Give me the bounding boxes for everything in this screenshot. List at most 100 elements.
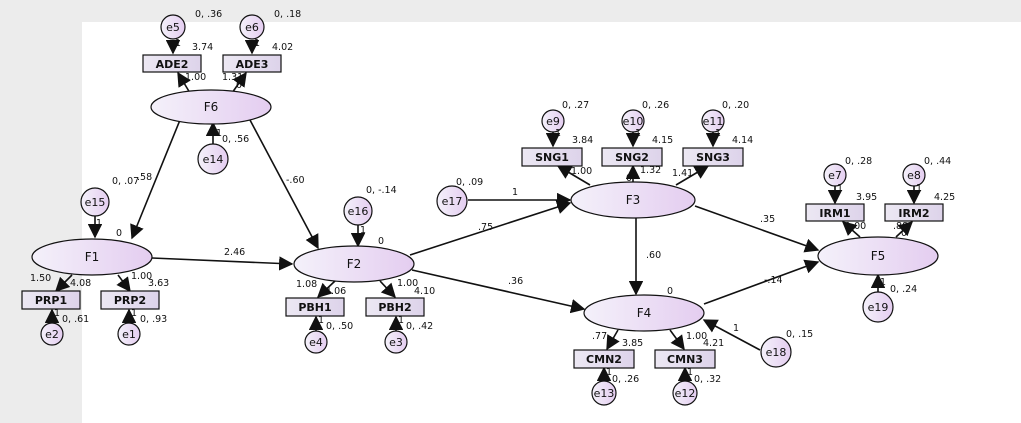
observed-variables: ADE2 ADE3 PRP1 PRP2 PBH1 PBH2 SNG1 SNG2 <box>21 54 944 369</box>
latent-f1-label: F1 <box>85 250 100 264</box>
latent-f1[interactable]: F1 <box>31 238 153 276</box>
estimate-sng1-int: 3.84 <box>572 135 593 146</box>
arrow-f5-irm1 <box>841 221 861 238</box>
arrow-f6-f2 <box>249 119 319 250</box>
error-e5[interactable]: e5 <box>160 14 186 40</box>
latent-f3-label: F3 <box>626 193 641 207</box>
observed-irm2-label: IRM2 <box>898 207 929 220</box>
arrow-f4-f5 <box>703 259 820 305</box>
diagram-canvas <box>82 22 1021 423</box>
latent-f4[interactable]: F4 <box>583 294 705 332</box>
estimate-e3-var: 0, .42 <box>406 321 433 332</box>
estimate-f1-f2: 2.46 <box>224 247 245 258</box>
estimate-irm2-int: 4.25 <box>934 192 955 203</box>
observed-irm1-label: IRM1 <box>819 207 850 220</box>
observed-cmn2[interactable]: CMN2 <box>573 349 635 369</box>
error-e17[interactable]: e17 <box>436 185 468 217</box>
estimate-irm1-int: 3.95 <box>856 192 877 203</box>
observed-ade2[interactable]: ADE2 <box>142 54 202 73</box>
latent-f2[interactable]: F2 <box>293 245 415 283</box>
estimate-e3-one: 1 <box>398 315 404 326</box>
estimate-e13-one: 1 <box>606 367 612 378</box>
observed-irm2[interactable]: IRM2 <box>884 203 944 222</box>
estimate-e6-one: 1 <box>254 38 260 49</box>
arrow-f2-f3 <box>409 200 572 256</box>
error-e7[interactable]: e7 <box>823 163 847 187</box>
latent-variables: F6 F1 F2 F3 F4 F5 <box>31 89 939 332</box>
estimate-f2-pbh2: 1.00 <box>397 278 418 289</box>
error-e18[interactable]: e18 <box>760 336 792 368</box>
arrow-f2-pbh2 <box>379 280 396 299</box>
error-e2[interactable]: e2 <box>40 322 64 346</box>
observed-sng3[interactable]: SNG3 <box>682 147 744 167</box>
estimate-e1-var: 0, .93 <box>140 314 167 325</box>
arrow-f4-cmn2 <box>606 329 620 351</box>
estimates: 0, .36 0, .18 1 1 3.74 4.02 1.00 1.31 0 … <box>30 9 955 385</box>
error-e16[interactable]: e16 <box>343 196 373 226</box>
estimate-f3-f4: .60 <box>646 250 661 261</box>
error-e12[interactable]: e12 <box>672 380 698 406</box>
observed-cmn3[interactable]: CMN3 <box>654 349 716 369</box>
error-e10[interactable]: e10 <box>621 109 645 133</box>
error-e12-label: e12 <box>675 387 696 400</box>
error-e6[interactable]: e6 <box>239 14 265 40</box>
estimate-pbh1-int: 4.06 <box>325 286 346 297</box>
latent-f6-label: F6 <box>204 100 219 114</box>
error-e9[interactable]: e9 <box>541 109 565 133</box>
observed-prp1[interactable]: PRP1 <box>21 290 81 310</box>
estimate-e10-var: 0, .26 <box>642 100 669 111</box>
latent-f5[interactable]: F5 <box>817 236 939 276</box>
observed-prp2[interactable]: PRP2 <box>100 290 160 310</box>
estimate-e16-var: 0, -.14 <box>366 185 397 196</box>
observed-ade3[interactable]: ADE3 <box>222 54 282 73</box>
arrow-f2-f4 <box>411 269 586 314</box>
error-e3[interactable]: e3 <box>384 330 408 354</box>
error-e11[interactable]: e11 <box>701 109 725 133</box>
window-left-panel <box>0 0 82 423</box>
observed-sng2[interactable]: SNG2 <box>601 147 663 167</box>
error-e4[interactable]: e4 <box>304 330 328 354</box>
estimate-f5-mean: 0 <box>901 228 907 239</box>
error-e19[interactable]: e19 <box>862 291 894 323</box>
estimate-e2-var: 0, .61 <box>62 314 89 325</box>
estimate-f1-mean: 0 <box>116 228 122 239</box>
error-e13[interactable]: e13 <box>591 380 617 406</box>
error-e13-label: e13 <box>594 387 615 400</box>
estimate-f4-f5: -.14 <box>764 275 783 286</box>
estimate-cmn3-int: 4.21 <box>703 338 724 349</box>
error-e8[interactable]: e8 <box>902 163 926 187</box>
observed-pbh2[interactable]: PBH2 <box>365 297 425 317</box>
estimate-e4-var: 0, .50 <box>326 321 353 332</box>
estimate-e15-var: 0, .07 <box>112 176 139 187</box>
estimate-e17-f3: 1 <box>512 187 518 198</box>
estimate-e9-one: 1 <box>555 128 561 139</box>
estimate-prp2-int: 3.63 <box>148 278 169 289</box>
estimate-f6-f1: .58 <box>137 172 152 183</box>
arrow-f3-sng1 <box>556 165 591 186</box>
observed-sng1[interactable]: SNG1 <box>521 147 583 167</box>
arrow-e18-f4 <box>702 319 761 351</box>
observed-pbh1[interactable]: PBH1 <box>285 297 345 317</box>
estimate-e8-var: 0, .44 <box>924 156 951 167</box>
error-e1[interactable]: e1 <box>117 322 141 346</box>
estimate-e11-one: 1 <box>715 128 721 139</box>
latent-f3[interactable]: F3 <box>570 181 696 219</box>
estimate-e7-one: 1 <box>837 183 843 194</box>
latent-f6[interactable]: F6 <box>150 89 272 125</box>
error-e15[interactable]: e15 <box>80 187 110 217</box>
error-e18-label: e18 <box>766 346 787 359</box>
observed-sng2-label: SNG2 <box>615 151 649 164</box>
latent-f5-label: F5 <box>871 249 886 263</box>
estimate-prp1-int: 4.08 <box>70 278 91 289</box>
estimate-e19-var: 0, .24 <box>890 284 917 295</box>
observed-irm1[interactable]: IRM1 <box>805 203 865 222</box>
arrow-f1-prp2 <box>116 274 131 293</box>
error-e14[interactable]: e14 <box>197 143 229 175</box>
estimate-f1-prp1: 1.50 <box>30 273 51 284</box>
estimate-e7-var: 0, .28 <box>845 156 872 167</box>
error-terms: e5 e6 e14 e15 e2 e1 e16 e4 e3 e17 e9 e10… <box>40 14 926 406</box>
path-arrows <box>44 40 922 383</box>
estimate-e17-var: 0, .09 <box>456 177 483 188</box>
error-e2-label: e2 <box>45 328 59 341</box>
observed-prp2-label: PRP2 <box>114 294 146 307</box>
